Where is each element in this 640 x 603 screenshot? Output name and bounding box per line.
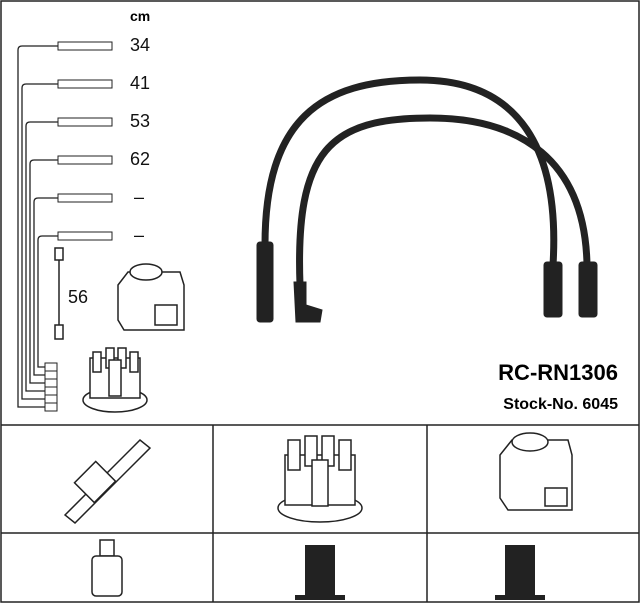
lead-connector	[57, 117, 113, 127]
ignition-coil-icon	[117, 263, 185, 331]
coil-lead-length: 56	[68, 287, 89, 307]
length-label: 62	[130, 149, 151, 169]
lead-terminal	[44, 402, 58, 412]
cable-boots	[256, 241, 598, 323]
length-label: 34	[130, 35, 151, 55]
distributor-cap-icon	[82, 347, 148, 413]
lead-connector	[57, 41, 113, 51]
lead-terminal	[44, 370, 58, 380]
lead-set-drawing	[17, 41, 113, 412]
spark-plug-icon	[63, 438, 152, 525]
ignition-coil-icon-large	[499, 432, 573, 511]
lead-terminal	[44, 394, 58, 404]
stock-number: Stock-No. 6045	[503, 396, 618, 413]
ignition-cable-pair	[261, 76, 591, 289]
lead-wire	[29, 159, 58, 384]
lead-connector	[57, 79, 113, 89]
length-label: 41	[130, 73, 151, 93]
lead-terminal	[44, 362, 58, 372]
unit-label: cm	[130, 8, 151, 24]
lead-wire	[33, 197, 58, 376]
terminal-icon	[295, 545, 545, 600]
length-label: –	[134, 225, 145, 245]
lead-wire	[17, 45, 58, 408]
lead-terminal	[44, 386, 58, 396]
lead-wire	[37, 235, 58, 368]
length-label: 53	[130, 111, 151, 131]
lead-connector	[57, 231, 113, 241]
lead-terminal	[44, 378, 58, 388]
product-code: RC-RN1306	[498, 360, 618, 385]
lead-wire	[25, 121, 58, 392]
lead-connector	[57, 155, 113, 165]
coil-lead	[54, 247, 64, 340]
plug-connector-icon	[91, 539, 123, 597]
lead-connector	[57, 193, 113, 203]
length-label: –	[134, 187, 145, 207]
lead-wire	[21, 83, 58, 400]
distributor-cap-icon-large	[277, 435, 363, 523]
